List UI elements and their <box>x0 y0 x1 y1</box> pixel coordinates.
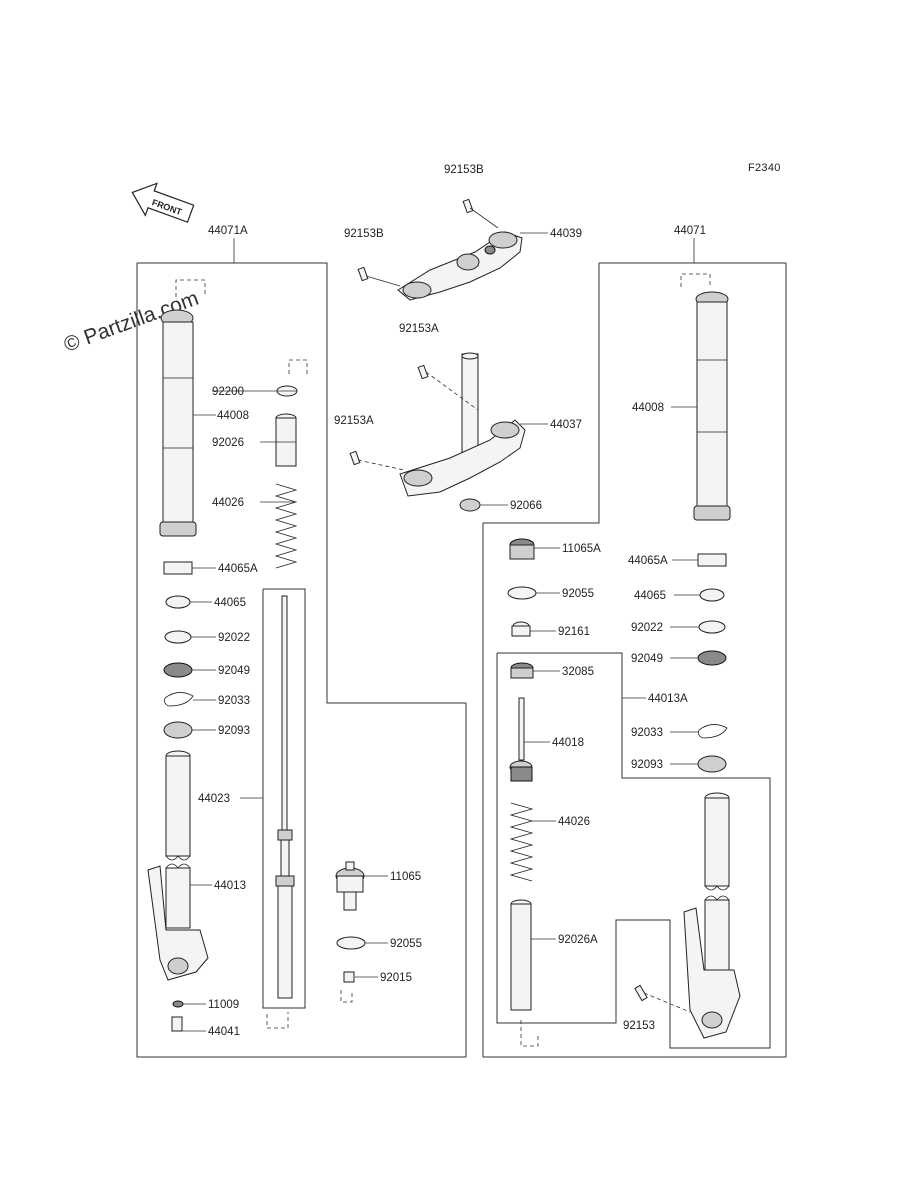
label-92055-right: 92055 <box>562 588 594 600</box>
spring-right <box>509 802 534 882</box>
part-92033-right <box>698 724 728 739</box>
assembly-left-frame <box>136 262 467 1058</box>
label-92153a-left: 92153A <box>334 415 374 427</box>
label-92153a-top: 92153A <box>399 323 439 335</box>
label-44008-right: 44008 <box>632 402 664 414</box>
label-11065a: 11065A <box>562 543 601 555</box>
part-44065-right <box>699 588 725 602</box>
label-44018: 44018 <box>552 737 584 749</box>
spring-left <box>274 483 298 569</box>
label-44037: 44037 <box>550 419 582 431</box>
damper-rod-left <box>266 595 295 1029</box>
part-44041 <box>171 1016 183 1032</box>
part-92026 <box>275 413 297 467</box>
label-44008-left: 44008 <box>217 410 249 422</box>
part-92049-left <box>163 662 193 678</box>
label-92200: 92200 <box>212 386 244 398</box>
lower-clamp <box>349 352 526 497</box>
ref-code: F2340 <box>748 162 781 174</box>
part-92055-right <box>507 586 537 600</box>
label-92093-left: 92093 <box>218 725 250 737</box>
label-92033-left: 92033 <box>218 695 250 707</box>
part-92049-right <box>697 650 727 666</box>
label-92153: 92153 <box>623 1020 655 1032</box>
part-92093-left <box>163 721 193 739</box>
assembly-right-inner-frame <box>496 652 771 1049</box>
label-11065: 11065 <box>390 871 421 883</box>
part-92015 <box>340 971 355 1003</box>
label-92033-right: 92033 <box>631 727 663 739</box>
outer-tube-left <box>159 279 206 537</box>
assembly-right-inner-label: 44013A <box>648 693 688 705</box>
label-44041: 44041 <box>208 1026 240 1038</box>
label-92026: 92026 <box>212 437 244 449</box>
part-92093-right <box>697 755 727 773</box>
label-44026-right: 44026 <box>558 816 590 828</box>
label-44065-right: 44065 <box>634 590 666 602</box>
upper-clamp <box>357 198 523 301</box>
label-92026a: 92026A <box>558 934 598 946</box>
assembly-right-frame <box>482 262 787 1058</box>
part-92066 <box>459 498 481 512</box>
front-arrow-icon: FRONT <box>131 182 195 223</box>
part-11009 <box>172 1000 184 1008</box>
label-44023: 44023 <box>198 793 230 805</box>
inner-tube-left <box>147 750 209 981</box>
label-44026-left: 44026 <box>212 497 244 509</box>
label-32085: 32085 <box>562 666 594 678</box>
label-92161: 92161 <box>558 626 590 638</box>
outer-tube-right <box>680 273 731 521</box>
label-11009: 11009 <box>208 999 239 1011</box>
damper-44018 <box>509 697 533 782</box>
part-32085 <box>510 662 534 679</box>
label-92066: 92066 <box>510 500 542 512</box>
label-92022-right: 92022 <box>631 622 663 634</box>
inner-tube-right <box>683 792 741 1039</box>
spacer-92026a <box>510 899 539 1047</box>
label-92153b-mid: 92153B <box>344 228 384 240</box>
assembly-left-label: 44071A <box>208 225 248 237</box>
part-44065-left <box>165 595 191 609</box>
part-92022-right <box>698 620 726 634</box>
part-92161 <box>511 621 531 637</box>
label-44065-left: 44065 <box>214 597 246 609</box>
cap-11065a <box>509 538 535 560</box>
label-92153b-top: 92153B <box>444 164 484 176</box>
cap-assembly-center <box>335 861 365 911</box>
part-92153-bolt <box>634 984 648 1002</box>
label-92049-left: 92049 <box>218 665 250 677</box>
label-44013: 44013 <box>214 880 246 892</box>
label-44065a-left: 44065A <box>218 563 258 575</box>
part-92022-left <box>164 630 192 644</box>
label-92015: 92015 <box>380 972 412 984</box>
label-44039: 44039 <box>550 228 582 240</box>
label-44065a-right: 44065A <box>628 555 668 567</box>
part-92033-left <box>164 692 194 707</box>
label-92049-right: 92049 <box>631 653 663 665</box>
assembly-right-label: 44071 <box>674 225 706 237</box>
label-92093-right: 92093 <box>631 759 663 771</box>
label-92055-center: 92055 <box>390 938 422 950</box>
label-92022-left: 92022 <box>218 632 250 644</box>
part-92055-center <box>336 936 366 950</box>
